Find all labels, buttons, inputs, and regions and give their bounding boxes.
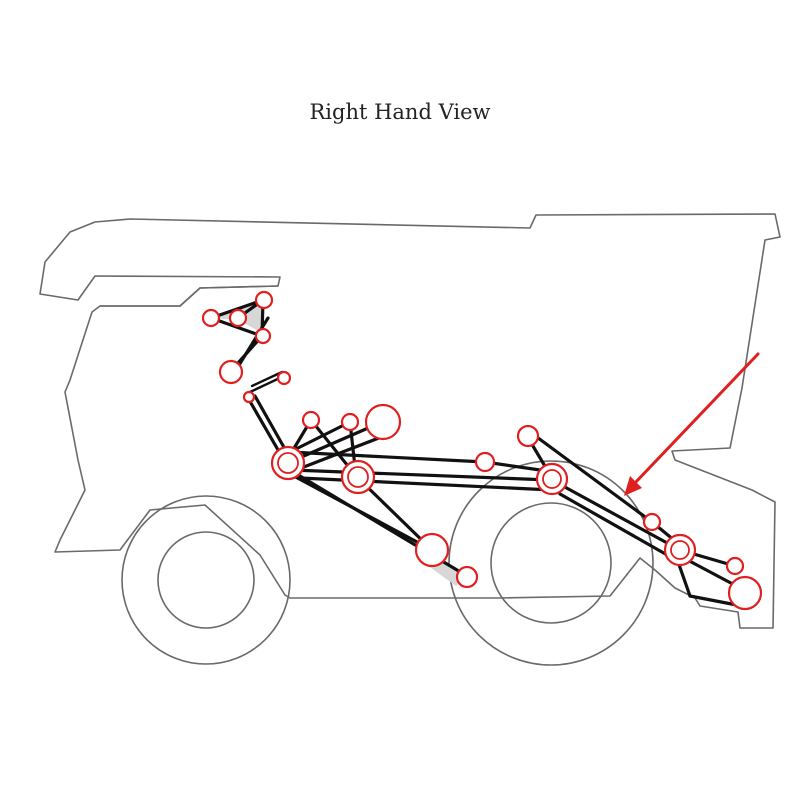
pointer-arrow-shaft bbox=[632, 352, 760, 486]
pulley-circle bbox=[663, 533, 697, 567]
pulley-circle bbox=[254, 327, 272, 345]
pulley-circle bbox=[455, 565, 479, 589]
pulley-circle bbox=[542, 469, 562, 489]
belt-segment bbox=[287, 450, 487, 464]
pulley-circle bbox=[301, 410, 321, 430]
pointer-arrow-icon bbox=[624, 352, 760, 496]
rear-wheel bbox=[121, 495, 291, 665]
diagram-title: Right Hand View bbox=[309, 100, 491, 124]
front-wheel-hub bbox=[490, 502, 612, 624]
pulley-circle bbox=[535, 462, 569, 496]
pulley-circle bbox=[670, 540, 690, 560]
pulley-circle bbox=[270, 445, 306, 481]
pulley-circle bbox=[340, 412, 360, 432]
pulley-circle bbox=[725, 556, 745, 576]
pulley-circle bbox=[201, 308, 221, 328]
machine-outline bbox=[39, 213, 781, 629]
belt-segment bbox=[250, 370, 284, 388]
pointer-arrow-head bbox=[624, 476, 642, 496]
pulley-circle bbox=[516, 424, 540, 448]
pulley-circle bbox=[242, 390, 256, 404]
belt-segment bbox=[234, 316, 270, 372]
front-wheel-tire bbox=[448, 460, 654, 666]
pulley-circle bbox=[340, 459, 376, 495]
pulley-circle bbox=[277, 452, 299, 474]
belt-segment bbox=[528, 430, 654, 524]
belt-segment bbox=[288, 420, 352, 454]
pulley-circle bbox=[414, 532, 450, 568]
pulley-circle bbox=[228, 308, 248, 328]
belt-segment bbox=[558, 492, 678, 562]
pulley-circle bbox=[218, 359, 244, 385]
cab-window-line bbox=[100, 285, 279, 307]
pulley-circle bbox=[364, 403, 402, 441]
cab-roof-outline bbox=[39, 213, 781, 629]
pulley-circle bbox=[474, 451, 496, 473]
pulley-circle bbox=[347, 466, 369, 488]
belt-segment bbox=[550, 478, 682, 552]
pulleys bbox=[201, 290, 763, 611]
front-wheel bbox=[448, 460, 654, 666]
pulley-circle bbox=[254, 290, 274, 310]
rear-wheel-hub bbox=[157, 531, 255, 629]
pulley-circle bbox=[276, 370, 292, 386]
pulley-circle bbox=[727, 575, 763, 611]
pulley-circle bbox=[642, 512, 662, 532]
belt-segment bbox=[290, 468, 552, 482]
rear-wheel-tire bbox=[121, 495, 291, 665]
